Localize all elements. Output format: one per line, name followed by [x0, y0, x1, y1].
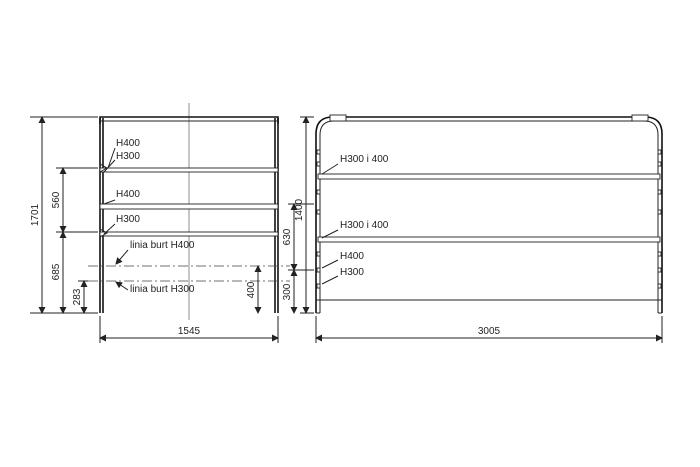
label-h300-upper: H300 — [116, 151, 140, 162]
leader-right-upper — [321, 163, 339, 175]
side-view-dimensions — [30, 116, 279, 343]
label-right-lower-rail: H300 i 400 — [340, 220, 389, 231]
cap-right — [631, 114, 649, 122]
post-holes-right — [657, 149, 662, 289]
label-h300-middle: H300 — [116, 214, 140, 225]
dim-text-560: 560 — [51, 191, 62, 208]
leader-burt-h400 — [115, 249, 129, 265]
inner-frame — [319, 120, 659, 313]
middle-shelf — [99, 203, 279, 210]
cap-left — [329, 114, 347, 122]
label-h400-middle: H400 — [116, 189, 140, 200]
bracket-lower — [99, 228, 109, 238]
label-right-upper-rail: H300 i 400 — [340, 154, 389, 165]
dim-text-1545: 1545 — [178, 326, 201, 337]
front-upper-rail — [317, 173, 661, 180]
dim-text-630: 630 — [282, 228, 293, 245]
upper-shelf — [99, 167, 279, 173]
leader-burt-h300 — [115, 281, 129, 291]
front-lower-rail — [317, 236, 661, 243]
leader-right-lower — [321, 229, 339, 239]
leader-right-h300 — [321, 275, 339, 285]
dim-text-300: 300 — [282, 283, 293, 300]
dim-text-283: 283 — [72, 288, 83, 305]
dim-text-400: 400 — [246, 281, 257, 298]
leader-h300-b — [103, 223, 116, 235]
dim-text-685: 685 — [51, 263, 62, 280]
front-view-dimensions — [288, 116, 663, 343]
leader-h300-a — [103, 159, 116, 173]
lower-shelf — [99, 231, 279, 237]
label-right-h300: H300 — [340, 267, 364, 278]
front-view — [315, 114, 663, 314]
label-burt-h300: linia burt H300 — [130, 284, 195, 295]
label-h400-upper: H400 — [116, 138, 140, 149]
leader-h400-b — [103, 199, 116, 205]
leader-h400-a — [107, 147, 116, 169]
post-holes-left — [316, 149, 321, 289]
leader-right-h400 — [321, 259, 339, 269]
label-right-h400: H400 — [340, 251, 364, 262]
dim-text-3005: 3005 — [478, 326, 501, 337]
dim-text-1400: 1400 — [294, 198, 305, 221]
outer-frame — [315, 116, 663, 313]
label-burt-h400: linia burt H400 — [130, 240, 195, 251]
dim-text-1701: 1701 — [30, 203, 41, 226]
